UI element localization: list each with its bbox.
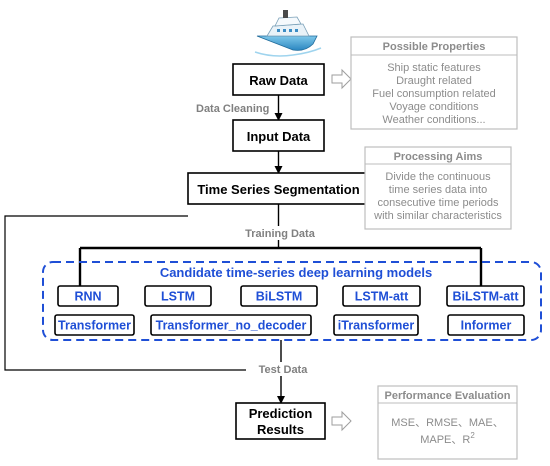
cruise-ship-icon [254,10,322,57]
property-item: Draught related [396,75,472,87]
segmentation-to-test-line [4,215,248,371]
raw-data-label: Raw Data [249,73,308,88]
arrow-to-properties-icon [331,68,352,90]
performance-evaluation-panel [377,385,518,460]
processing-aims-line: time series data into [389,184,487,196]
model-lstm-att-label: LSTM-att [355,290,409,304]
training-data-label-bg [240,226,320,240]
model-itransformer-label: iTransformer [338,319,415,333]
model-rnn-box [57,285,119,307]
segmentation-box [187,172,370,205]
metrics-line1: MSE、RMSE、MAE、 [391,417,503,429]
model-bilstm-label: BiLSTM [256,290,303,304]
segmentation-label: Time Series Segmentation [197,182,359,197]
prediction-results-box [235,402,326,440]
model-transformer-no-decoder-box [150,314,312,336]
processing-aims-panel [364,146,512,230]
model-transformer-label: Transformer [58,319,131,333]
property-item: Voyage conditions [389,101,479,113]
model-lstm-label: LSTM [161,290,195,304]
prediction-label-line2: Results [257,422,304,437]
raw-data-box [232,63,325,96]
model-bilstm-box [240,285,318,307]
model-transformer-box [54,314,135,336]
processing-aims-line: Divide the continuous [385,171,491,183]
prediction-label-line1: Prediction [249,406,313,421]
model-itransformer-box [333,314,419,336]
property-item: Weather conditions... [382,114,485,126]
arrow-to-evaluation-icon [331,410,352,432]
property-item: Ship static features [387,62,481,74]
model-rnn-label: RNN [74,290,101,304]
model-lstm-att-box [342,285,421,307]
processing-aims-title: Processing Aims [394,151,483,163]
processing-aims-line: consecutive time periods [377,197,499,209]
training-data-label: Training Data [245,228,316,240]
candidate-models-title: Candidate time-series deep learning mode… [160,265,432,280]
input-data-label: Input Data [247,129,311,144]
test-data-label: Test Data [259,364,309,376]
input-data-box [232,119,325,152]
processing-aims-line: with similar characteristics [373,210,502,222]
candidate-models-group [42,261,542,341]
possible-properties-title: Possible Properties [383,41,486,53]
performance-evaluation-title: Performance Evaluation [385,390,511,402]
model-bilstm-att-label: BiLSTM-att [453,290,520,304]
model-lstm-box [144,285,212,307]
metrics-line2: MAPE、R2 [420,431,475,446]
data-cleaning-label: Data Cleaning [196,103,269,115]
model-informer-box [447,314,525,336]
property-item: Fuel consumption related [372,88,496,100]
model-informer-label: Informer [461,319,512,333]
model-bilstm-att-box [446,285,525,307]
model-transformer-no-decoder-label: Transformer_no_decoder [156,319,307,333]
possible-properties-panel [350,36,518,130]
